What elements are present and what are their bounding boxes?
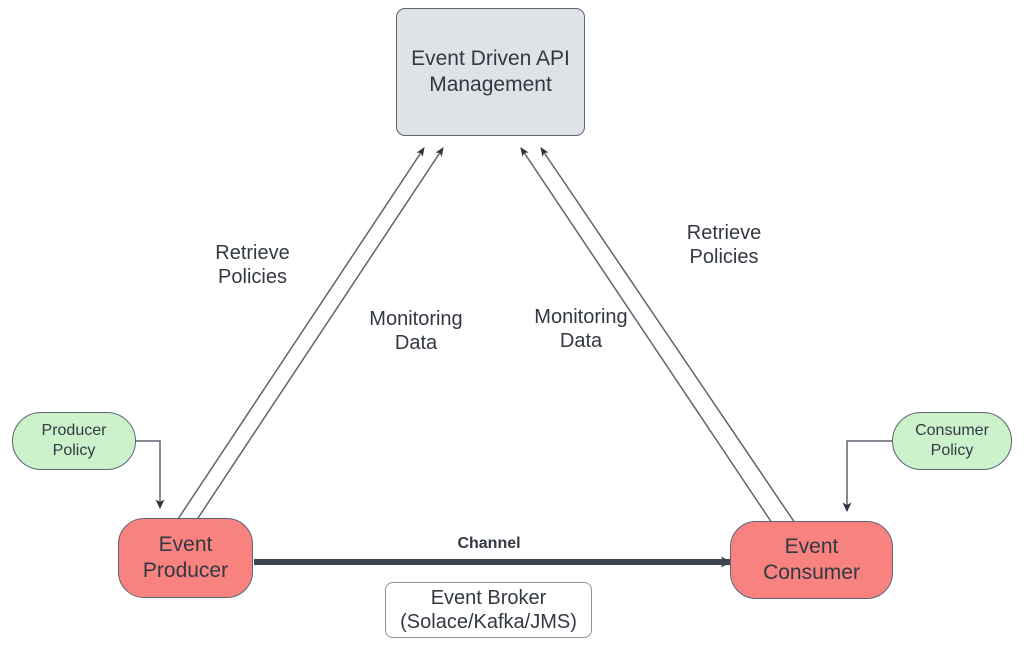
node-consumer-policy[interactable]: Consumer Policy [892,412,1012,470]
node-producer-policy[interactable]: Producer Policy [12,412,136,470]
edge-label-retrieve-policies-left: Retrieve Policies [215,242,290,289]
node-event-producer[interactable]: Event Producer [118,518,253,598]
edge-producer-policy-to-producer [136,440,165,509]
edge-consumer-policy-to-consumer [842,440,892,512]
edge-label-monitoring-data-left: Monitoring Data [369,308,463,355]
node-event-consumer[interactable]: Event Consumer [730,521,893,599]
edge-label-monitoring-data-right: Monitoring Data [534,306,628,353]
node-event-driven-api-management[interactable]: Event Driven API Management [396,8,585,136]
edge-label-retrieve-policies-right: Retrieve Policies [686,222,762,269]
node-event-broker[interactable]: Event Broker (Solace/Kafka/JMS) [385,582,592,638]
edge-label-channel: Channel [457,535,521,552]
